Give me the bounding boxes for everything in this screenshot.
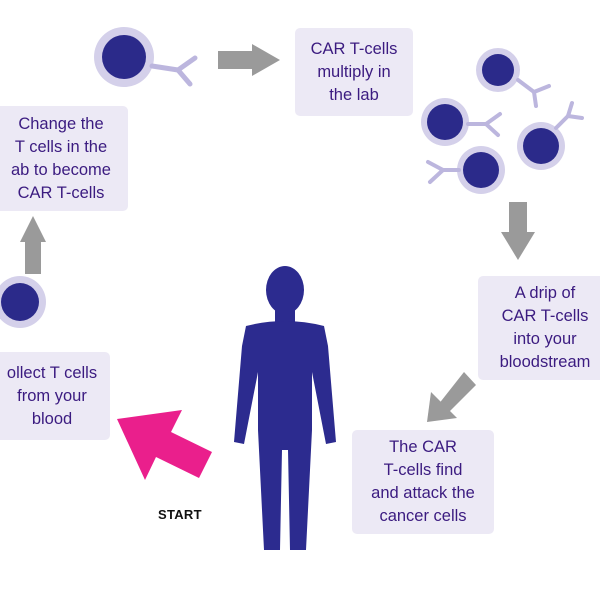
- car-t-cell-icon: [94, 27, 198, 87]
- step-collect-line: from your: [17, 386, 87, 405]
- arrow-down-icon: [501, 202, 535, 260]
- step-change-line: CAR T-cells: [17, 183, 105, 202]
- car-t-cell-icon: [426, 146, 505, 194]
- start-label: START: [158, 507, 202, 522]
- step-collect-line: blood: [31, 409, 73, 428]
- step-collect-box: ollect T cells from your blood: [0, 352, 110, 440]
- car-t-cell-icon: [517, 101, 584, 170]
- car-t-cell-icon: [476, 48, 551, 108]
- step-multiply-box: CAR T-cells multiply in the lab: [295, 28, 413, 116]
- step-change-line: T cells in the: [14, 137, 108, 156]
- step-attack-line: and attack the: [371, 484, 475, 502]
- step-drip-line: bloodstream: [499, 353, 591, 371]
- step-drip-line: A drip of: [514, 284, 576, 302]
- step-attack-box: The CAR T-cells find and attack the canc…: [352, 430, 494, 534]
- step-drip-line: into your: [513, 330, 577, 348]
- step-attack-line: cancer cells: [379, 507, 467, 525]
- step-attack-line: T-cells find: [383, 461, 463, 479]
- arrow-up-icon: [20, 216, 46, 274]
- step-change-line: ab to become: [11, 160, 111, 179]
- step-drip-line: CAR T-cells: [501, 307, 589, 325]
- arrow-down-left-icon: [427, 372, 476, 422]
- arrow-right-icon: [218, 44, 280, 76]
- step-multiply-line: multiply in: [317, 62, 391, 81]
- person-silhouette-icon: [234, 266, 336, 550]
- step-collect-line: ollect T cells: [6, 363, 98, 382]
- step-multiply-line: the lab: [329, 85, 379, 104]
- step-change-box: Change the T cells in the ab to become C…: [0, 106, 128, 211]
- step-attack-line: The CAR: [389, 438, 457, 456]
- step-change-line: Change the: [18, 114, 104, 133]
- start-arrow-icon: [117, 410, 212, 480]
- step-multiply-line: CAR T-cells: [310, 39, 398, 58]
- car-t-cell-icon: [421, 98, 502, 146]
- t-cell-icon: [0, 276, 46, 328]
- step-drip-box: A drip of CAR T-cells into your bloodstr…: [478, 276, 600, 380]
